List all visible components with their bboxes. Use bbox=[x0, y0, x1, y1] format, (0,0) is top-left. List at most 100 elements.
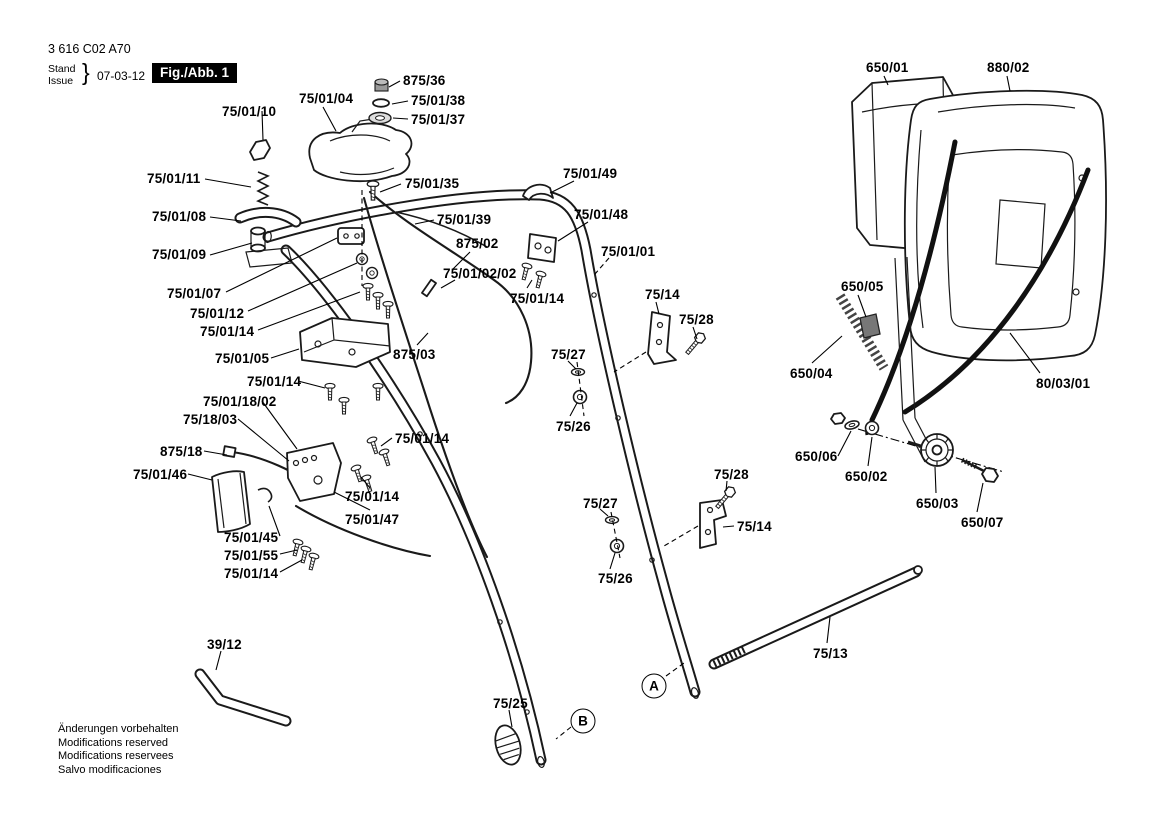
part-label-75-26: 75/26 bbox=[556, 419, 591, 434]
part-label-880-02: 880/02 bbox=[987, 60, 1030, 75]
dashed-reference-lines bbox=[361, 190, 699, 740]
part-spring-75-01-11 bbox=[256, 171, 270, 206]
part-bolt-75-28-lower bbox=[713, 484, 738, 511]
part-label-75-14: 75/14 bbox=[737, 519, 772, 534]
footer-line-de: Änderungen vorbehalten bbox=[58, 723, 179, 735]
part-screw bbox=[382, 300, 394, 319]
part-label-75-28: 75/28 bbox=[714, 467, 749, 482]
part-cable-barrel bbox=[222, 445, 237, 458]
part-label-75-01-12: 75/01/12 bbox=[190, 306, 245, 321]
part-label-75-01-05: 75/01/05 bbox=[215, 351, 270, 366]
part-wire-75-01-39 bbox=[395, 211, 488, 248]
stand-issue-brace: } bbox=[82, 59, 90, 85]
part-label-75-26: 75/26 bbox=[598, 571, 633, 586]
view-marker-A: A bbox=[641, 673, 667, 699]
part-label-875-18: 875/18 bbox=[160, 444, 203, 459]
part-pad bbox=[859, 313, 881, 339]
part-bracket-75-14-upper bbox=[647, 311, 677, 365]
part-label-75-25: 75/25 bbox=[493, 696, 528, 711]
part-washer-75-01-38 bbox=[372, 98, 390, 108]
part-hex-nut bbox=[830, 412, 846, 425]
part-label-75-01-14: 75/01/14 bbox=[247, 374, 302, 389]
part-clip-75-01-10 bbox=[249, 139, 271, 161]
part-label-75-01-14: 75/01/14 bbox=[200, 324, 255, 339]
part-bracket-75-01-47 bbox=[286, 442, 342, 502]
part-ring-650-02 bbox=[864, 420, 880, 436]
part-label-75-18-03: 75/18/03 bbox=[183, 412, 238, 427]
part-label-75-13: 75/13 bbox=[813, 646, 848, 661]
handle-assembly bbox=[194, 78, 923, 769]
part-screw bbox=[372, 291, 384, 310]
cables bbox=[222, 190, 533, 559]
part-label-75-01-02-02: 75/01/02/02 bbox=[443, 266, 517, 281]
document-number: 3 616 C02 A70 bbox=[48, 42, 131, 56]
part-label-650-02: 650/02 bbox=[845, 469, 888, 484]
part-label-650-01: 650/01 bbox=[866, 60, 909, 75]
throttle-housing-group bbox=[308, 78, 413, 201]
part-bushing-75-01-09 bbox=[250, 226, 266, 253]
part-clip-75-01-45 bbox=[257, 487, 273, 503]
tube-holes bbox=[417, 292, 655, 715]
issue-date: 07-03-12 bbox=[97, 69, 146, 83]
part-knob-75-25 bbox=[494, 724, 522, 766]
footer-line-en: Modifications reserved bbox=[58, 736, 169, 749]
part-clamp-75-01-07 bbox=[337, 227, 365, 245]
part-ring-75-01-12-b bbox=[365, 266, 379, 280]
part-screw bbox=[377, 447, 394, 468]
part-label-75-27: 75/27 bbox=[583, 496, 618, 511]
part-seal-strip bbox=[835, 293, 889, 371]
lower-bracket-group bbox=[257, 442, 342, 503]
part-label-75-01-10: 75/01/10 bbox=[222, 104, 277, 119]
footer-line-es: Salvo modificaciones bbox=[58, 763, 162, 776]
part-label-75-01-08: 75/01/08 bbox=[152, 209, 207, 224]
part-label-75-01-04: 75/01/04 bbox=[299, 91, 354, 106]
part-label-75-01-11: 75/01/11 bbox=[147, 171, 201, 186]
part-label-650-06: 650/06 bbox=[795, 449, 838, 464]
part-label-75-01-38: 75/01/38 bbox=[411, 93, 466, 108]
part-grommet-75-01-37 bbox=[368, 111, 392, 125]
part-hex-key-39-12 bbox=[194, 668, 292, 727]
part-label-875-36: 875/36 bbox=[403, 73, 446, 88]
part-label-875-02: 875/02 bbox=[456, 236, 499, 251]
part-lower-bar-75-13 bbox=[708, 565, 923, 670]
part-label-650-04: 650/04 bbox=[790, 366, 833, 381]
figure-label-badge: Fig./Abb. 1 bbox=[152, 63, 237, 83]
part-screw bbox=[305, 551, 321, 572]
part-label-875-03: 875/03 bbox=[393, 347, 436, 362]
part-label-75-01-47: 75/01/47 bbox=[345, 512, 400, 527]
part-housing-75-01-05 bbox=[299, 317, 391, 368]
part-grass-box bbox=[903, 89, 1107, 362]
part-bracket-75-01-48 bbox=[527, 233, 557, 263]
part-star-knob bbox=[907, 433, 954, 467]
part-label-75-01-49: 75/01/49 bbox=[563, 166, 618, 181]
part-label-75-01-18-02: 75/01/18/02 bbox=[203, 394, 277, 409]
part-cable-875-02 bbox=[368, 190, 533, 405]
part-label-75-01-14: 75/01/14 bbox=[510, 291, 565, 306]
handle-tube-left bbox=[280, 244, 547, 769]
part-label-39-12: 39/12 bbox=[207, 637, 242, 652]
part-label-75-01-37: 75/01/37 bbox=[411, 112, 466, 127]
part-screw bbox=[518, 261, 534, 282]
part-label-75-01-07: 75/01/07 bbox=[167, 286, 222, 301]
part-label-75-14: 75/14 bbox=[645, 287, 680, 302]
part-label-650-07: 650/07 bbox=[961, 515, 1004, 530]
part-throttle-housing bbox=[308, 122, 413, 182]
part-screw bbox=[338, 396, 350, 415]
part-label-75-01-01: 75/01/01 bbox=[601, 244, 656, 259]
part-label-75-27: 75/27 bbox=[551, 347, 586, 362]
part-label-75-28: 75/28 bbox=[679, 312, 714, 327]
part-cap-875-36 bbox=[374, 78, 389, 92]
part-cover-75-01-46 bbox=[211, 470, 251, 533]
part-label-75-01-35: 75/01/35 bbox=[405, 176, 460, 191]
part-cable-connector bbox=[421, 278, 437, 298]
stand-label: Stand bbox=[48, 63, 76, 75]
part-label-75-01-46: 75/01/46 bbox=[133, 467, 188, 482]
part-label-80-03-01: 80/03/01 bbox=[1036, 376, 1091, 391]
part-support-bar bbox=[894, 256, 937, 463]
part-label-75-01-45: 75/01/45 bbox=[224, 530, 279, 545]
part-label-75-01-39: 75/01/39 bbox=[437, 212, 492, 227]
part-label-650-05: 650/05 bbox=[841, 279, 884, 294]
footer-notice: Änderungen vorbehalten Modifications res… bbox=[58, 723, 178, 777]
part-bolt-650-07 bbox=[960, 457, 999, 483]
